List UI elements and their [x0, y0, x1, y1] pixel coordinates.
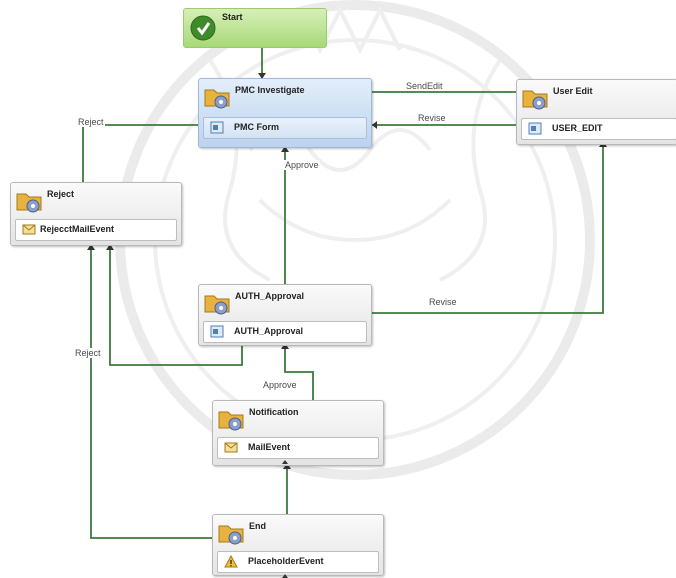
- activity-folder-gear-icon: [204, 295, 230, 315]
- event-placeholder[interactable]: PlaceholderEvent: [217, 551, 379, 573]
- activity-title: End: [249, 521, 266, 531]
- activity-folder-gear-icon: [522, 90, 548, 110]
- transition-label-revise-auth[interactable]: Revise: [428, 297, 458, 307]
- event-label: USER_EDIT: [552, 123, 603, 133]
- warning-icon: [224, 555, 238, 568]
- event-label: RejecctMailEvent: [40, 224, 115, 234]
- form-icon: [528, 122, 542, 135]
- connector-reject-top: [82, 124, 198, 182]
- activity-user-edit[interactable]: User Edit USER_EDIT: [516, 79, 676, 145]
- activity-title: Notification: [249, 407, 299, 417]
- start-title: Start: [222, 12, 243, 22]
- transition-label-approve-pmc[interactable]: Approve: [284, 160, 320, 170]
- event-reject-mail[interactable]: RejecctMailEvent: [15, 219, 177, 241]
- transition-label-reject-left[interactable]: Reject: [74, 348, 102, 358]
- transition-label-revise-top[interactable]: Revise: [417, 113, 447, 123]
- event-auth-approval[interactable]: AUTH_Approval: [203, 321, 367, 343]
- transition-label-approve-notification[interactable]: Approve: [262, 380, 298, 390]
- activity-folder-gear-icon: [204, 89, 230, 109]
- event-label: PlaceholderEvent: [248, 556, 324, 566]
- event-label: AUTH_Approval: [234, 326, 304, 336]
- transition-label-sendedit[interactable]: SendEdit: [405, 81, 444, 91]
- mail-icon: [224, 442, 238, 453]
- activity-title: AUTH_Approval: [235, 291, 305, 301]
- event-label: MailEvent: [248, 442, 291, 452]
- event-label: PMC Form: [234, 122, 279, 132]
- transition-label-reject-top[interactable]: Reject: [77, 117, 105, 127]
- expand-handle-icon[interactable]: [282, 574, 288, 578]
- activity-pmc-investigate[interactable]: PMC Investigate PMC Form: [198, 78, 372, 148]
- connector-reject-auth: [109, 246, 243, 366]
- mail-icon: [22, 224, 36, 235]
- connector-reject-left: [90, 246, 212, 539]
- activity-folder-gear-icon: [16, 193, 42, 213]
- activity-reject[interactable]: Reject RejecctMailEvent: [10, 182, 182, 246]
- form-icon: [210, 121, 224, 134]
- activity-auth-approval[interactable]: AUTH_Approval AUTH_Approval: [198, 284, 372, 346]
- activity-notification[interactable]: Notification MailEvent: [212, 400, 384, 466]
- start-play-icon: [190, 15, 216, 41]
- connector-approve-auth: [284, 345, 314, 400]
- connector-revise-auth: [372, 143, 604, 314]
- event-mail[interactable]: MailEvent: [217, 437, 379, 459]
- activity-title: Reject: [47, 189, 75, 199]
- event-user-edit[interactable]: USER_EDIT: [521, 118, 676, 140]
- event-pmc-form[interactable]: PMC Form: [203, 117, 367, 139]
- activity-folder-gear-icon: [218, 525, 244, 545]
- form-icon: [210, 325, 224, 338]
- activity-folder-gear-icon: [218, 411, 244, 431]
- activity-title: PMC Investigate: [235, 85, 305, 95]
- start-activity[interactable]: Start: [183, 8, 327, 48]
- activity-end[interactable]: End PlaceholderEvent: [212, 514, 384, 576]
- expand-handle-icon[interactable]: [282, 460, 288, 464]
- activity-title: User Edit: [553, 86, 593, 96]
